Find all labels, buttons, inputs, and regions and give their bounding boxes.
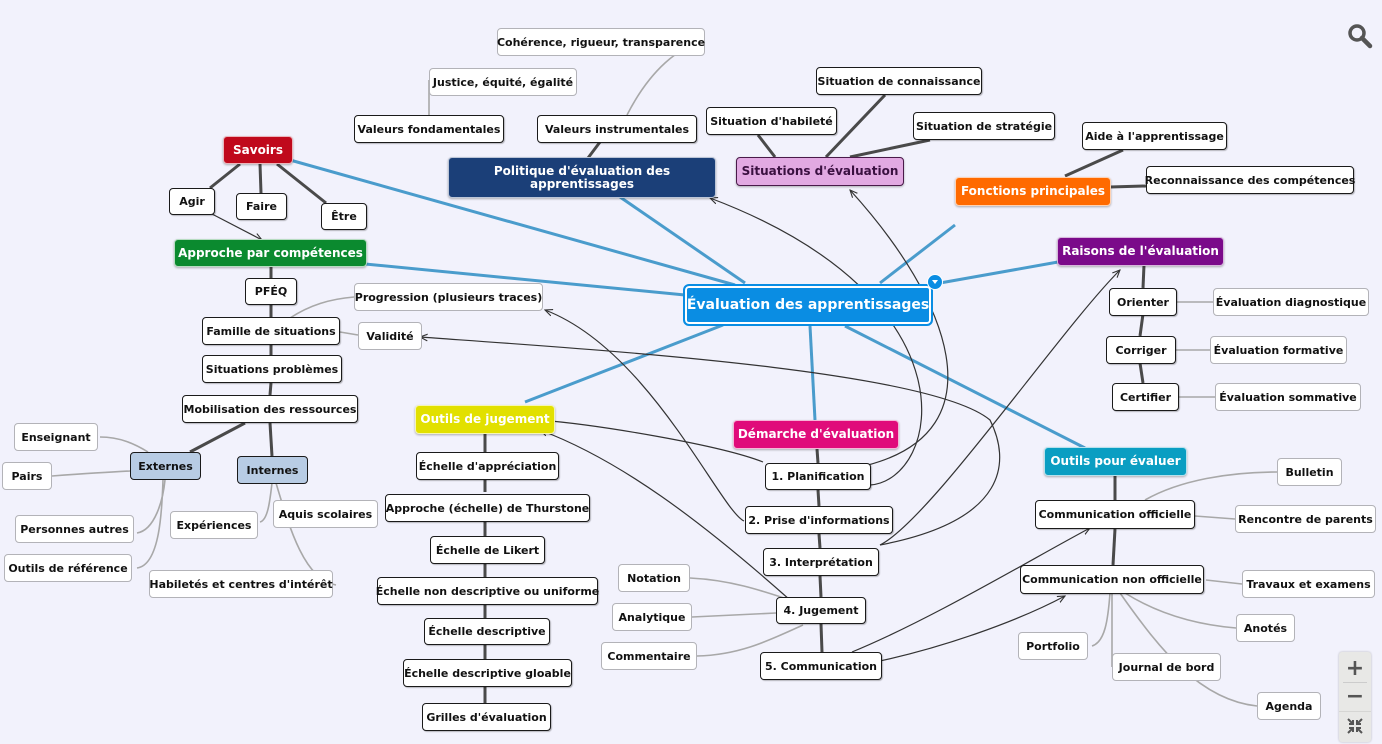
- zoom-controls: + −: [1339, 652, 1371, 742]
- collapse-toggle-icon[interactable]: [927, 274, 943, 290]
- node-validite[interactable]: Validité: [358, 322, 422, 350]
- zoom-out-button[interactable]: −: [1339, 682, 1371, 710]
- node-communication-non-officielle[interactable]: Communication non officielle: [1020, 565, 1204, 594]
- node-planification[interactable]: 1. Planification: [765, 463, 871, 490]
- node-orienter[interactable]: Orienter: [1109, 288, 1177, 316]
- node-outils-jugement[interactable]: Outils de jugement: [415, 405, 555, 434]
- node-agenda[interactable]: Agenda: [1257, 692, 1321, 720]
- node-analytique[interactable]: Analytique: [612, 603, 692, 631]
- zoom-in-button[interactable]: +: [1339, 654, 1371, 682]
- node-evaluation-sommative[interactable]: Évaluation sommative: [1215, 383, 1361, 411]
- zoom-divider: [1339, 711, 1371, 712]
- node-prise-informations[interactable]: 2. Prise d'informations: [745, 506, 893, 534]
- node-approche-competences[interactable]: Approche par compétences: [174, 239, 367, 267]
- node-situation-connaissance[interactable]: Situation de connaissance: [816, 67, 982, 95]
- node-habiletes-centres-interet[interactable]: Habiletés et centres d'intérêt: [149, 570, 333, 598]
- node-travaux-examens[interactable]: Travaux et examens: [1242, 570, 1375, 598]
- cross-link-arrows: [211, 190, 1120, 666]
- search-button[interactable]: [1346, 22, 1374, 50]
- node-corriger[interactable]: Corriger: [1106, 336, 1176, 364]
- node-communication-officielle[interactable]: Communication officielle: [1035, 500, 1195, 529]
- node-interpretation[interactable]: 3. Interprétation: [763, 548, 879, 576]
- node-agir[interactable]: Agir: [169, 188, 215, 215]
- node-aquis-scolaires[interactable]: Aquis scolaires: [273, 500, 378, 528]
- node-anotes[interactable]: Anotés: [1236, 614, 1295, 642]
- node-outils-reference[interactable]: Outils de référence: [4, 554, 132, 582]
- node-situations-evaluation[interactable]: Situations d'évaluation: [736, 157, 904, 186]
- node-evaluation-diagnostique[interactable]: Évaluation diagnostique: [1213, 288, 1369, 316]
- central-node[interactable]: Évaluation des apprentissages: [683, 284, 933, 326]
- node-echelle-descriptive[interactable]: Échelle descriptive: [424, 618, 550, 645]
- node-reconnaissance-competences[interactable]: Reconnaissance des compétences: [1145, 166, 1355, 194]
- minus-icon: −: [1345, 683, 1365, 709]
- node-echelle-likert[interactable]: Échelle de Likert: [430, 536, 545, 564]
- node-etre[interactable]: Être: [321, 203, 367, 230]
- fit-to-screen-button[interactable]: [1339, 712, 1371, 740]
- node-aide-apprentissage[interactable]: Aide à l'apprentissage: [1082, 122, 1227, 150]
- node-coherence-rigueur[interactable]: Cohérence, rigueur, transparence: [497, 28, 705, 56]
- node-echelle-non-descriptive[interactable]: Échelle non descriptive ou uniforme: [376, 577, 599, 605]
- main-branch-lines: [289, 158, 1086, 450]
- node-demarche-evaluation[interactable]: Démarche d'évaluation: [733, 420, 899, 449]
- zoom-divider: [1343, 682, 1367, 683]
- node-echelle-appreciation[interactable]: Échelle d'appréciation: [416, 452, 559, 480]
- node-approche-thurstone[interactable]: Approche (échelle) de Thurstone: [385, 494, 590, 522]
- node-certifier[interactable]: Certifier: [1112, 383, 1179, 411]
- node-notation[interactable]: Notation: [618, 564, 690, 592]
- fit-to-screen-icon: [1347, 718, 1363, 734]
- node-valeurs-fondamentales[interactable]: Valeurs fondamentales: [354, 115, 504, 143]
- node-personnes-autres[interactable]: Personnes autres: [15, 515, 134, 543]
- node-portfolio[interactable]: Portfolio: [1018, 632, 1088, 660]
- node-valeurs-instrumentales[interactable]: Valeurs instrumentales: [537, 115, 697, 143]
- node-outils-pour-evaluer[interactable]: Outils pour évaluer: [1044, 447, 1187, 476]
- node-communication[interactable]: 5. Communication: [760, 652, 882, 680]
- node-raisons-evaluation[interactable]: Raisons de l'évaluation: [1057, 237, 1224, 266]
- node-externes[interactable]: Externes: [130, 452, 201, 480]
- node-journal-bord[interactable]: Journal de bord: [1112, 653, 1221, 681]
- node-progression[interactable]: Progression (plusieurs traces): [354, 283, 543, 311]
- node-politique-evaluation[interactable]: Politique d'évaluation des apprentissage…: [448, 157, 716, 198]
- node-famille-situations[interactable]: Famille de situations: [202, 317, 340, 345]
- node-echelle-descriptive-globale[interactable]: Échelle descriptive gloable: [403, 659, 572, 687]
- node-enseignant[interactable]: Enseignant: [14, 423, 98, 451]
- node-fonctions-principales[interactable]: Fonctions principales: [955, 177, 1111, 206]
- node-situation-habilete[interactable]: Situation d'habileté: [706, 107, 837, 135]
- node-mobilisation-ressources[interactable]: Mobilisation des ressources: [182, 395, 358, 423]
- node-pairs[interactable]: Pairs: [2, 462, 52, 490]
- node-experiences[interactable]: Expériences: [170, 511, 258, 539]
- node-rencontre-parents[interactable]: Rencontre de parents: [1235, 505, 1376, 533]
- plus-icon: +: [1345, 655, 1365, 681]
- search-icon: [1348, 24, 1373, 49]
- node-jugement[interactable]: 4. Jugement: [776, 597, 866, 624]
- node-faire[interactable]: Faire: [236, 193, 287, 220]
- node-pfeq[interactable]: PFÉQ: [245, 278, 297, 305]
- node-commentaire[interactable]: Commentaire: [601, 642, 697, 670]
- node-internes[interactable]: Internes: [237, 456, 308, 484]
- node-bulletin[interactable]: Bulletin: [1277, 458, 1342, 486]
- node-situation-strategie[interactable]: Situation de stratégie: [913, 112, 1055, 140]
- node-justice-equite[interactable]: Justice, équité, égalité: [429, 68, 577, 96]
- node-grilles-evaluation[interactable]: Grilles d'évaluation: [422, 703, 551, 731]
- node-savoirs[interactable]: Savoirs: [223, 136, 293, 164]
- node-situations-problemes[interactable]: Situations problèmes: [202, 355, 342, 383]
- node-evaluation-formative[interactable]: Évaluation formative: [1210, 336, 1347, 364]
